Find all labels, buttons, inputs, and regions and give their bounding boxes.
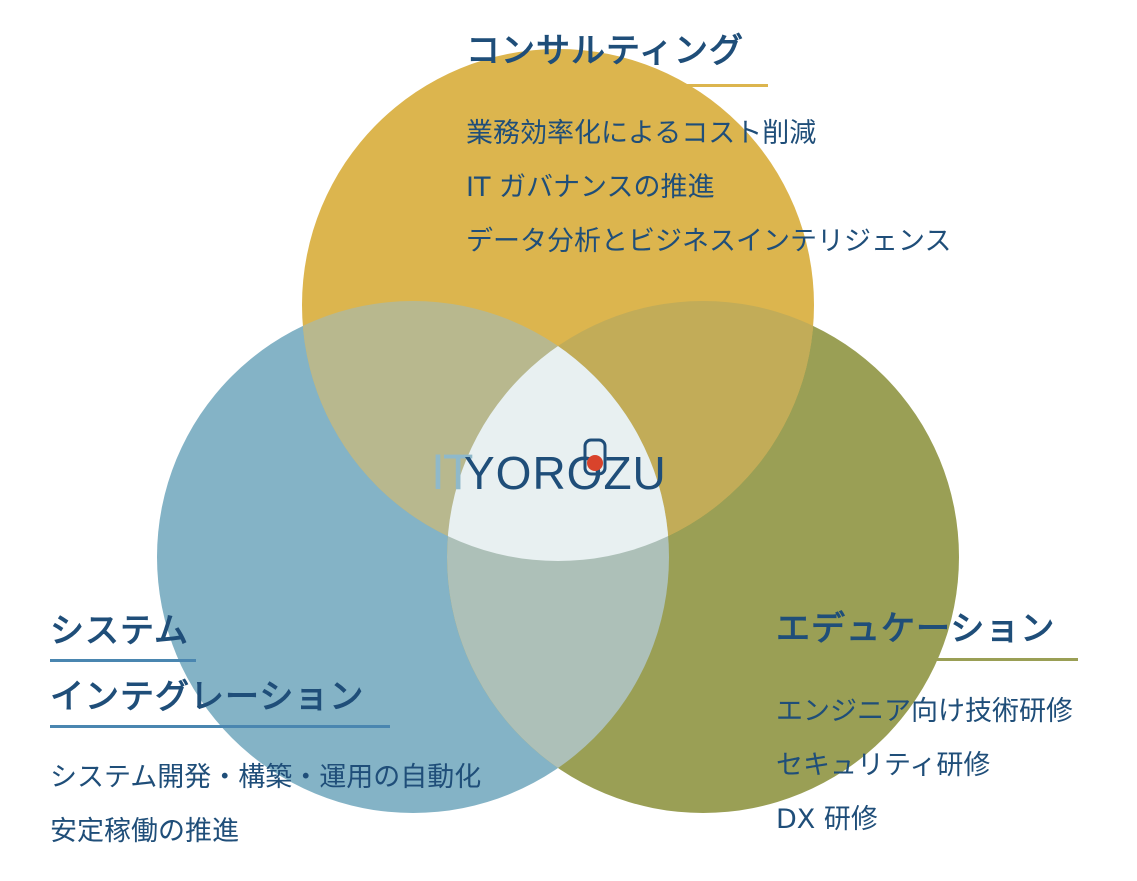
consulting-item-1: 業務効率化によるコスト削減 [466, 118, 817, 149]
system-underline-2 [50, 725, 390, 728]
education-item-1: エンジニア向け技術研修 [776, 696, 1073, 727]
overlap-center [447, 301, 669, 561]
consulting-item-3: データ分析とビジネスインテリジェンス [466, 226, 952, 257]
education-item-2: セキュリティ研修 [776, 750, 991, 781]
system-item-1: システム開発・構築・運用の自動化 [50, 762, 482, 793]
consulting-underline [466, 84, 768, 87]
system-item-2: 安定稼働の推進 [50, 816, 239, 847]
consulting-item-2: IT ガバナンスの推進 [466, 172, 715, 203]
system-title-line1: システム [50, 611, 189, 651]
consulting-title: コンサルティング [466, 31, 744, 71]
education-underline [776, 658, 1078, 661]
education-title: エデュケーション [776, 609, 1056, 649]
logo-it-text: IT [431, 444, 473, 500]
yorozu-logo: IT YOROZU [431, 438, 667, 500]
logo-tag-icon [583, 438, 607, 476]
system-underline-1 [50, 659, 196, 662]
logo-red-dot-icon [587, 455, 603, 471]
system-title-line2: インテグレーション [50, 677, 365, 717]
education-item-3: DX 研修 [776, 804, 878, 835]
logo-name-text: YOROZU [464, 447, 667, 499]
